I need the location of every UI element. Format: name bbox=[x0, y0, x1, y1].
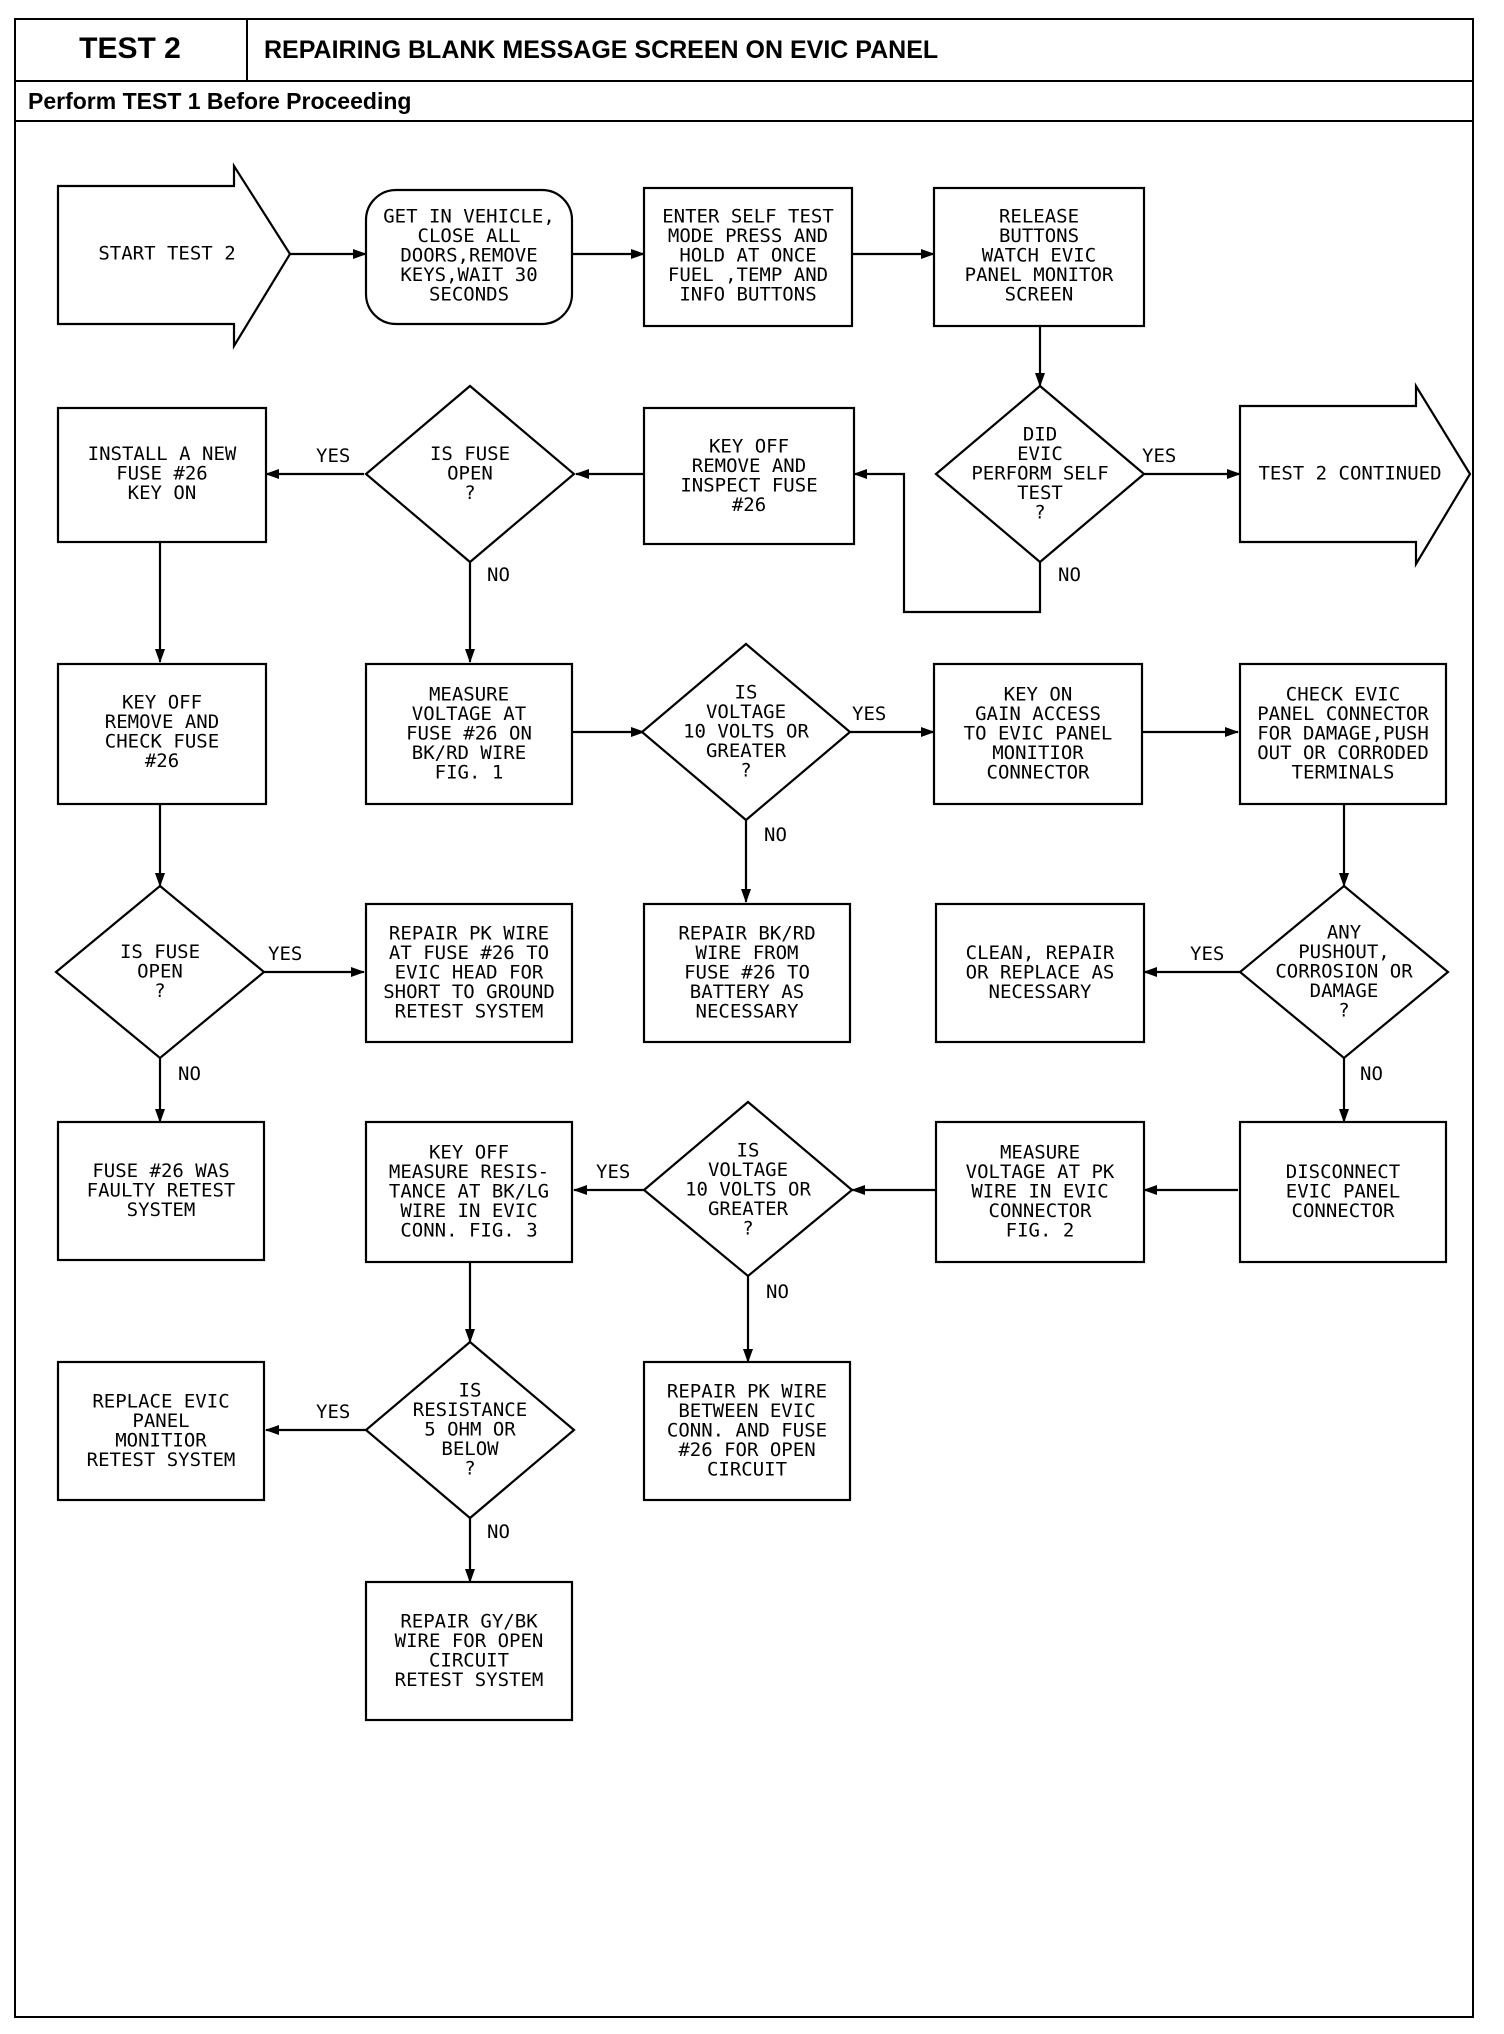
clean-repair-shape bbox=[934, 902, 1146, 1044]
subtitle-divider bbox=[14, 120, 1474, 122]
yes-label-resistance: YES bbox=[316, 1401, 350, 1423]
shapes bbox=[54, 162, 1472, 1722]
fuse-open-decision-2-shape bbox=[54, 884, 266, 1060]
no-label-fuse-open-2: NO bbox=[178, 1063, 201, 1085]
yes-label-did-evic: YES bbox=[1142, 445, 1176, 467]
repair-pk-open-shape bbox=[642, 1360, 852, 1502]
no-label-voltage-2: NO bbox=[766, 1281, 789, 1303]
release-buttons-shape bbox=[932, 186, 1146, 328]
test2-continued-label: TEST 2 CONTINUED bbox=[1258, 463, 1441, 485]
no-label-pushout: NO bbox=[1360, 1063, 1383, 1085]
key-on-gain-access-shape bbox=[932, 662, 1144, 806]
page-title: REPAIRING BLANK MESSAGE SCREEN ON EVIC P… bbox=[264, 35, 939, 64]
connectors bbox=[155, 249, 1349, 1583]
repair-bkrd-shape bbox=[642, 902, 852, 1044]
start-arrow-shape bbox=[56, 162, 292, 350]
no-label-resistance: NO bbox=[487, 1521, 510, 1543]
header-divider bbox=[248, 80, 1474, 82]
key-off-check-shape bbox=[56, 662, 268, 806]
no-label-fuse-open-1: NO bbox=[487, 564, 510, 586]
fuse-faulty-shape bbox=[56, 1120, 266, 1262]
yes-label-voltage-2: YES bbox=[596, 1161, 630, 1183]
enter-self-test-shape bbox=[642, 186, 854, 328]
edge-did-evic-no bbox=[853, 469, 1042, 614]
fuse-open-decision-1-shape bbox=[364, 384, 576, 564]
resistance-decision-shape bbox=[364, 1340, 576, 1520]
disconnect-evic-shape bbox=[1238, 1120, 1448, 1264]
measure-voltage-fuse-shape bbox=[364, 662, 574, 806]
test-number-label: TEST 2 bbox=[14, 18, 248, 82]
key-off-measure-res-shape bbox=[364, 1120, 574, 1264]
check-evic-connector-shape bbox=[1238, 662, 1448, 806]
edge-labels: YES NO YES NO YES NO YES NO YES NO YES N… bbox=[178, 445, 1383, 1543]
start-label: START TEST 2 bbox=[98, 243, 235, 265]
page-subtitle: Perform TEST 1 Before Proceeding bbox=[28, 87, 412, 114]
install-new-fuse-shape bbox=[56, 406, 268, 544]
voltage-decision-1-shape bbox=[640, 642, 852, 822]
test2-continued-arrow-shape bbox=[1238, 382, 1472, 568]
yes-label-fuse-open-1: YES bbox=[316, 445, 350, 467]
pushout-decision-shape bbox=[1238, 884, 1450, 1060]
yes-label-fuse-open-2: YES bbox=[268, 943, 302, 965]
yes-label-pushout: YES bbox=[1190, 943, 1224, 965]
voltage-decision-2-shape bbox=[642, 1100, 854, 1278]
did-evic-decision-shape bbox=[934, 384, 1146, 564]
key-off-inspect-shape bbox=[642, 406, 856, 546]
yes-label-voltage-1: YES bbox=[852, 703, 886, 725]
no-label-did-evic: NO bbox=[1058, 564, 1081, 586]
measure-voltage-pk-shape bbox=[934, 1120, 1146, 1264]
replace-evic-shape bbox=[56, 1360, 266, 1502]
no-label-voltage-1: NO bbox=[764, 824, 787, 846]
repair-pk-short-shape bbox=[364, 902, 574, 1044]
get-in-vehicle-shape bbox=[364, 188, 574, 326]
page-frame bbox=[14, 18, 1474, 2018]
repair-gybk-shape bbox=[364, 1580, 574, 1722]
